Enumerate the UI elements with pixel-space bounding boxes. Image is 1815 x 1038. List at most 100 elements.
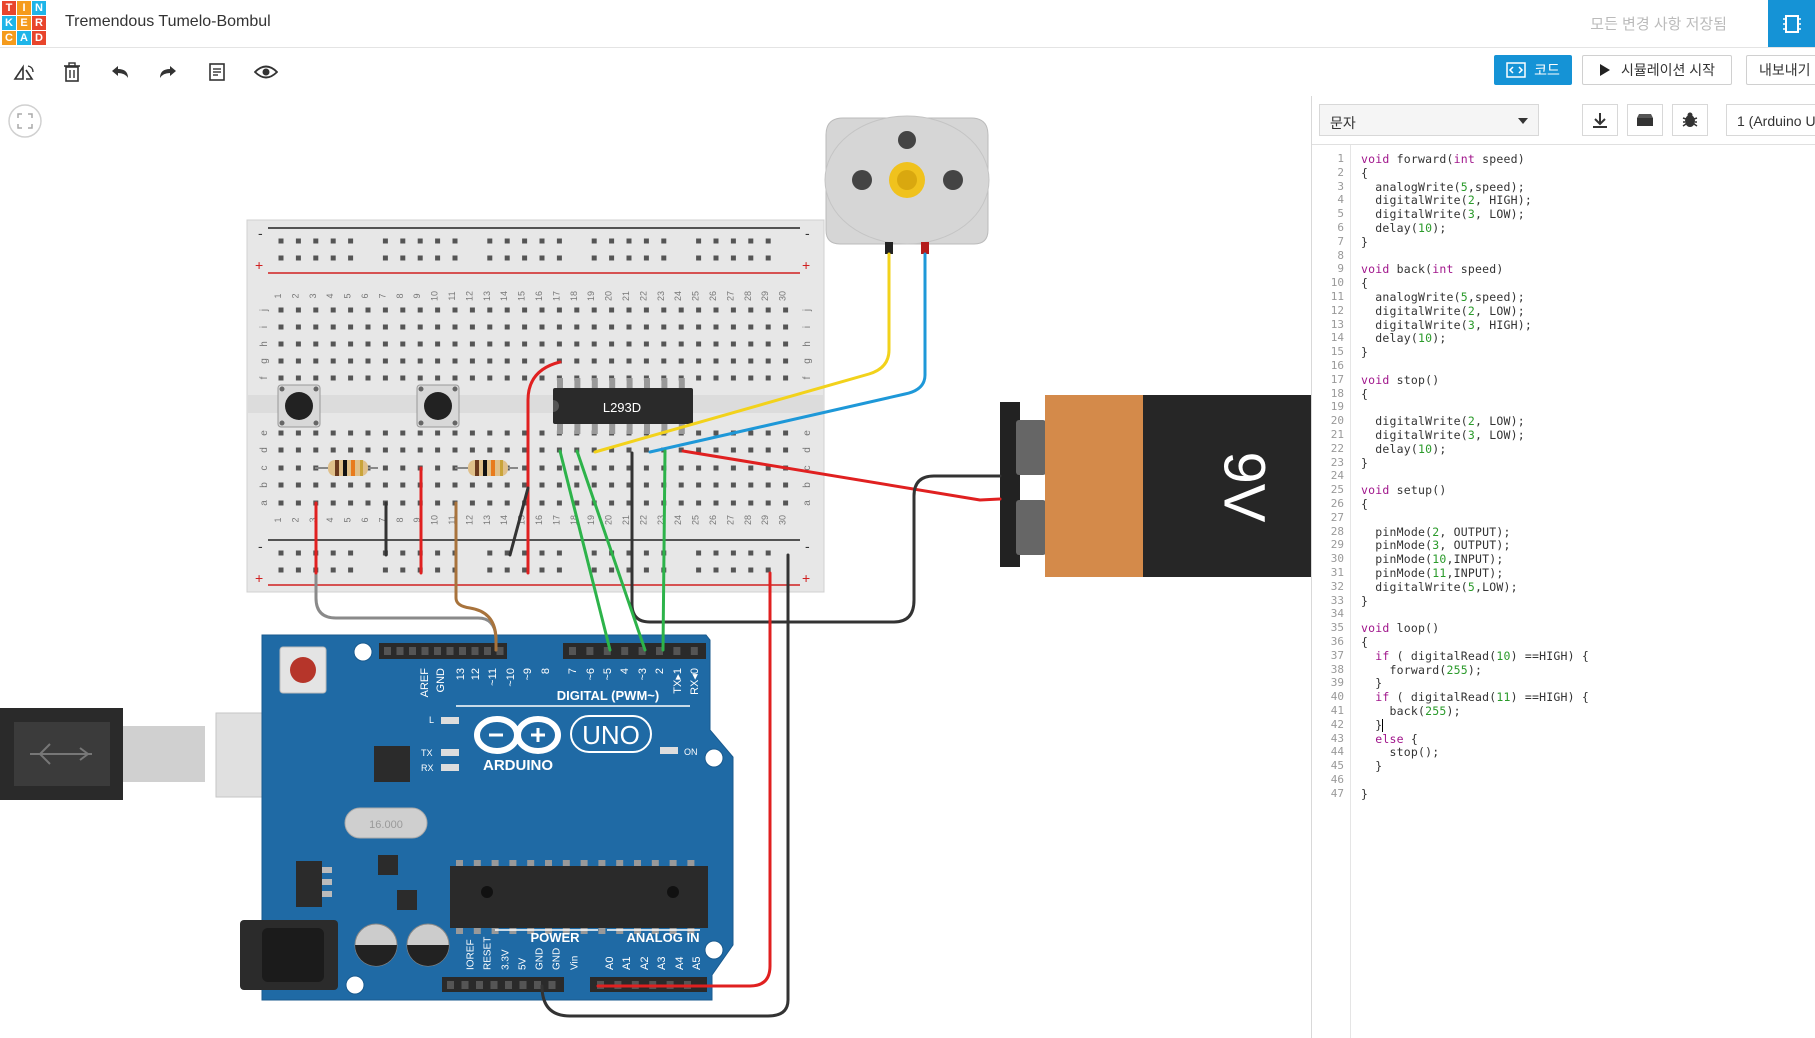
- digital-pin-label: ~9: [522, 668, 534, 681]
- digital-pin-label: ~5: [602, 668, 614, 681]
- led-on-label: ON: [684, 747, 698, 757]
- line-number: 32: [1330, 579, 1344, 593]
- code-line[interactable]: digitalWrite(3, LOW);: [1375, 207, 1525, 222]
- code-line[interactable]: pinMode(10,INPUT);: [1375, 552, 1504, 567]
- line-number: 27: [1330, 510, 1344, 524]
- 9v-battery[interactable]: 9V: [1000, 395, 1311, 577]
- code-line[interactable]: }: [1361, 786, 1369, 801]
- bug-icon: [1682, 112, 1698, 127]
- code-line[interactable]: void loop(): [1361, 621, 1440, 636]
- push-button[interactable]: [277, 384, 321, 428]
- code-line[interactable]: void back(int speed): [1361, 262, 1504, 277]
- design-title[interactable]: Tremendous Tumelo-Bombul: [65, 13, 271, 30]
- digital-pin-label: 8: [540, 668, 552, 674]
- code-line[interactable]: digitalWrite(2, LOW);: [1375, 414, 1525, 429]
- resistor[interactable]: [455, 460, 518, 476]
- line-number: 24: [1330, 469, 1344, 483]
- column-label: 16: [534, 515, 544, 525]
- code-line[interactable]: }: [1361, 717, 1384, 732]
- code-line[interactable]: digitalWrite(3, LOW);: [1375, 428, 1525, 442]
- undo-icon[interactable]: [106, 58, 134, 86]
- l293d-chip[interactable]: L293D: [553, 378, 693, 434]
- code-line[interactable]: {: [1361, 276, 1369, 291]
- line-number: 8: [1337, 248, 1344, 262]
- tinkercad-logo[interactable]: T I N K E R C A D: [2, 1, 46, 45]
- logo-letter: T: [2, 1, 16, 15]
- wires[interactable]: [314, 252, 1002, 1018]
- code-line[interactable]: pinMode(3, OUTPUT);: [1375, 538, 1511, 553]
- wire-red: [596, 571, 772, 988]
- debugger-button[interactable]: [1672, 104, 1708, 136]
- code-line[interactable]: void stop(): [1361, 372, 1440, 387]
- code-line[interactable]: if ( digitalRead(10) ==HIGH) {: [1375, 648, 1589, 663]
- code-line[interactable]: {: [1361, 386, 1369, 401]
- code-line[interactable]: digitalWrite(5,LOW);: [1375, 579, 1518, 594]
- code-line[interactable]: {: [1361, 165, 1369, 180]
- row-label: i: [259, 326, 270, 328]
- code-line[interactable]: {: [1361, 497, 1369, 511]
- line-number: 28: [1330, 524, 1344, 538]
- line-number: 6: [1337, 221, 1344, 234]
- code-button[interactable]: 코드: [1494, 55, 1572, 85]
- library-button[interactable]: [1627, 104, 1663, 136]
- push-button[interactable]: [416, 384, 460, 428]
- line-number: 11: [1330, 290, 1344, 303]
- code-line[interactable]: {: [1361, 635, 1369, 649]
- code-line[interactable]: pinMode(11,INPUT);: [1375, 566, 1504, 580]
- code-line[interactable]: if ( digitalRead(11) ==HIGH) {: [1375, 690, 1589, 705]
- wire-green: [575, 449, 647, 652]
- crystal-label: 16.000: [369, 819, 403, 831]
- wire-black: [508, 486, 530, 557]
- code-line[interactable]: delay(10);: [1375, 331, 1447, 346]
- column-label: 13: [482, 515, 492, 525]
- code-line[interactable]: }: [1361, 676, 1383, 691]
- row-label: d: [259, 447, 270, 453]
- code-line[interactable]: digitalWrite(3, HIGH);: [1375, 317, 1532, 332]
- wire-black: [540, 553, 790, 1018]
- fit-view-icon[interactable]: [7, 103, 43, 139]
- notes-icon[interactable]: [203, 58, 231, 86]
- code-line[interactable]: }: [1361, 759, 1383, 774]
- code-line[interactable]: digitalWrite(2, HIGH);: [1375, 193, 1532, 208]
- code-line[interactable]: pinMode(2, OUTPUT);: [1375, 524, 1511, 539]
- code-line[interactable]: back(255);: [1389, 704, 1461, 718]
- analog-header-label: ANALOG IN: [627, 930, 700, 945]
- device-select[interactable]: 1 (Arduino U: [1726, 104, 1815, 136]
- export-button[interactable]: 내보내기: [1746, 55, 1815, 85]
- code-line[interactable]: }: [1361, 345, 1369, 360]
- dc-motor[interactable]: [824, 115, 990, 254]
- code-line[interactable]: void forward(int speed): [1361, 152, 1525, 166]
- rail-minus-label: -: [805, 538, 810, 554]
- components-panel-button[interactable]: [1768, 0, 1815, 47]
- code-mode-select[interactable]: 문자: [1319, 104, 1539, 136]
- visibility-icon[interactable]: [252, 58, 280, 86]
- rotate-icon[interactable]: [10, 58, 38, 86]
- code-line[interactable]: analogWrite(5,speed);: [1375, 179, 1525, 194]
- code-line[interactable]: }: [1361, 593, 1369, 608]
- code-line[interactable]: delay(10);: [1375, 441, 1447, 456]
- line-number: 36: [1330, 635, 1344, 648]
- code-line[interactable]: void setup(): [1361, 483, 1447, 498]
- redo-icon[interactable]: [154, 58, 182, 86]
- code-mode-value: 문자: [1330, 115, 1356, 131]
- breadboard[interactable]: - + - + - + - + 112233445566778899101011…: [246, 219, 825, 593]
- resistor[interactable]: [315, 460, 378, 476]
- delete-icon[interactable]: [58, 58, 86, 86]
- code-line[interactable]: delay(10);: [1375, 221, 1447, 235]
- ic-label: L293D: [603, 400, 641, 415]
- code-line[interactable]: else {: [1375, 731, 1418, 746]
- download-button[interactable]: [1582, 104, 1618, 136]
- chip-icon: [1782, 14, 1801, 33]
- code-line[interactable]: }: [1361, 455, 1369, 470]
- start-simulation-button[interactable]: 시뮬레이션 시작: [1582, 55, 1732, 85]
- code-line[interactable]: analogWrite(5,speed);: [1375, 290, 1525, 304]
- row-label: c: [259, 466, 270, 471]
- code-line[interactable]: forward(255);: [1389, 662, 1483, 677]
- code-line[interactable]: digitalWrite(2, LOW);: [1375, 303, 1525, 318]
- code-line[interactable]: stop();: [1389, 745, 1440, 760]
- logo-letter: C: [2, 31, 16, 45]
- code-line[interactable]: }: [1361, 234, 1369, 249]
